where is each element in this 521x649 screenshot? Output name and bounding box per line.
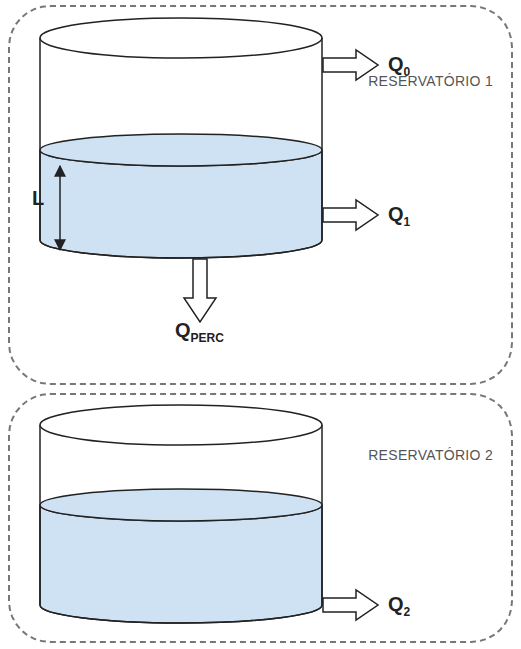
tank-1 bbox=[40, 18, 322, 258]
region-title: RESERVATÓRIO 2 bbox=[368, 447, 493, 463]
reservoir-region: RESERVATÓRIO 1 bbox=[8, 5, 513, 385]
region-title: RESERVATÓRIO 1 bbox=[368, 73, 493, 89]
flow-label: Q2 bbox=[388, 594, 410, 614]
reservoir-region: RESERVATÓRIO 2 bbox=[8, 393, 513, 643]
percolation-arrow bbox=[184, 259, 216, 322]
flow-arrows bbox=[184, 50, 378, 620]
dimension-label: L bbox=[32, 188, 44, 208]
tank-2 bbox=[40, 405, 322, 623]
flow-label: Q0 bbox=[388, 54, 410, 74]
outflow-arrow bbox=[323, 590, 378, 620]
outflow-arrow bbox=[323, 200, 378, 230]
level-dimension bbox=[59, 166, 61, 250]
flow-label: Q1 bbox=[388, 204, 410, 224]
flow-label: QPERC bbox=[175, 320, 224, 340]
